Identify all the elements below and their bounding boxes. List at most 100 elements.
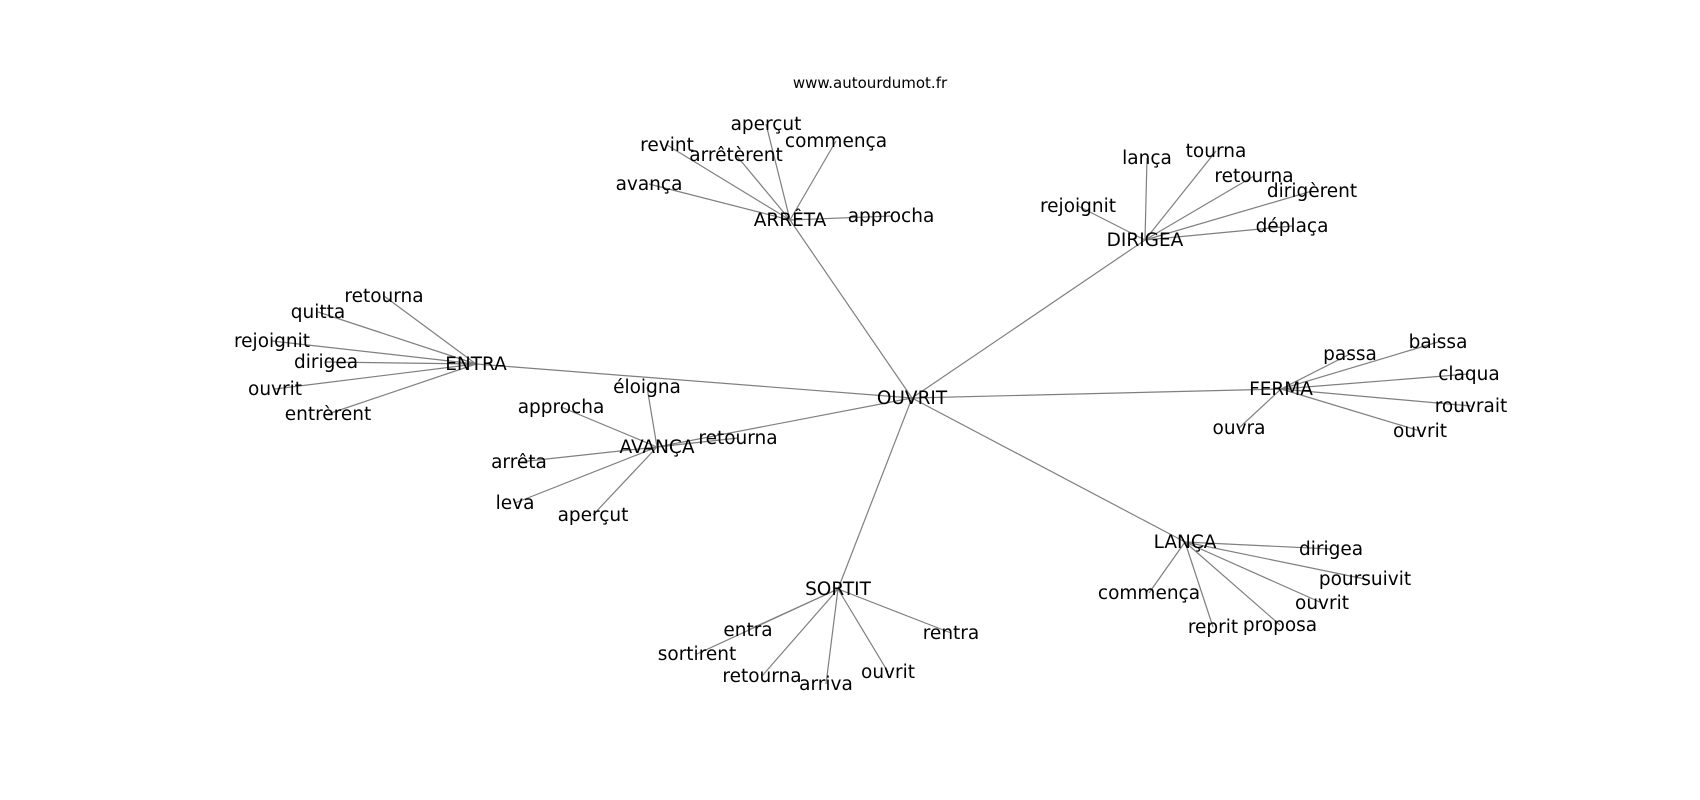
edge-center-hub	[475, 363, 913, 399]
edge-hub-leaf	[1280, 353, 1351, 390]
edge-hub-leaf	[1280, 341, 1439, 390]
edge-hub-leaf	[1184, 541, 1366, 580]
leaf-node-label: reprit	[1188, 617, 1238, 638]
leaf-node-label: rejoignit	[1040, 196, 1116, 217]
edge-hub-leaf	[765, 123, 791, 221]
edge-hub-leaf	[1238, 388, 1282, 429]
hub-node-label: SORTIT	[805, 579, 872, 600]
edge-hub-leaf	[592, 446, 658, 516]
leaf-node-label: dirigea	[1299, 539, 1363, 560]
edge-hub-leaf	[325, 361, 477, 365]
edge-center-hub	[837, 397, 913, 590]
center-node-label: OUVRIT	[877, 388, 948, 409]
leaf-node-label: arrêta	[491, 452, 547, 473]
edge-hub-leaf	[1144, 175, 1255, 241]
edge-hub-leaf	[1184, 541, 1214, 628]
edge-hub-leaf	[696, 588, 839, 655]
leaf-node-label: commença	[785, 131, 887, 152]
edge-hub-leaf	[274, 363, 477, 390]
leaf-node-label: retourna	[1214, 166, 1293, 187]
leaf-node-label: ouvrit	[248, 379, 302, 400]
edge-hub-leaf	[1280, 388, 1421, 432]
leaf-node-label: proposa	[1243, 615, 1317, 636]
edge-hub-leaf	[789, 215, 892, 221]
edge-hub-leaf	[1280, 373, 1470, 390]
edge-hub-leaf	[383, 295, 477, 365]
leaf-node-label: commença	[1098, 583, 1200, 604]
leaf-node-label: ouvrit	[1393, 421, 1447, 442]
edge-hub-leaf	[1184, 541, 1323, 604]
edge-center-hub	[911, 397, 1186, 543]
leaf-node-label: approcha	[848, 206, 935, 227]
leaf-node-label: poursuivit	[1319, 569, 1411, 590]
leaf-node-label: aperçut	[558, 505, 629, 526]
hub-node-label: AVANÇA	[619, 437, 694, 458]
hub-node-label: LANÇA	[1154, 532, 1217, 553]
leaf-node-label: arriva	[799, 674, 853, 695]
edge-hub-leaf	[1144, 190, 1313, 241]
graph-labels: OUVRITARRÊTAaperçutrevintarrêtèrentcomme…	[234, 114, 1507, 695]
leaf-node-label: dirigea	[294, 352, 358, 373]
leaf-node-label: revint	[640, 135, 694, 156]
leaf-node-label: avança	[616, 174, 683, 195]
edge-hub-leaf	[271, 340, 477, 365]
edge-hub-leaf	[735, 154, 791, 221]
watermark: www.autourdumot.fr	[793, 74, 948, 92]
leaf-node-label: quitta	[291, 302, 345, 323]
leaf-node-label: rouvrait	[1435, 396, 1508, 417]
leaf-node-label: approcha	[518, 397, 605, 418]
edge-hub-leaf	[560, 406, 658, 448]
leaf-node-label: ouvra	[1213, 418, 1266, 439]
edge-hub-leaf	[646, 386, 658, 448]
edge-hub-leaf	[1148, 541, 1186, 594]
leaf-node-label: passa	[1323, 344, 1377, 365]
leaf-node-label: tourna	[1186, 141, 1247, 162]
leaf-node-label: éloigna	[613, 377, 681, 398]
edge-hub-leaf	[317, 311, 477, 365]
edge-hub-leaf	[837, 588, 952, 634]
edge-hub-leaf	[514, 446, 658, 504]
hub-node-label: DIRIGEA	[1107, 230, 1184, 251]
leaf-node-label: retourna	[722, 666, 801, 687]
edge-hub-leaf	[1184, 541, 1281, 626]
leaf-node-label: dirigèrent	[1267, 181, 1357, 202]
edge-hub-leaf	[1144, 157, 1148, 241]
leaf-node-label: claqua	[1438, 364, 1499, 385]
edge-center-hub	[656, 397, 913, 448]
leaf-node-label: retourna	[698, 428, 777, 449]
edge-center-hub	[789, 219, 913, 399]
hub-node-label: ENTRA	[445, 354, 507, 375]
leaf-node-label: lança	[1122, 148, 1172, 169]
edge-hub-leaf	[789, 140, 837, 221]
hub-node-label: FERMA	[1249, 379, 1313, 400]
leaf-node-label: ouvrit	[1295, 593, 1349, 614]
edge-hub-leaf	[1077, 205, 1146, 241]
leaf-node-label: entra	[723, 620, 772, 641]
leaf-node-label: arrêtèrent	[689, 145, 782, 166]
leaf-node-label: aperçut	[731, 114, 802, 135]
edge-hub-leaf	[648, 183, 791, 221]
leaf-node-label: rentra	[923, 623, 980, 644]
edge-hub-leaf	[1144, 150, 1217, 241]
edge-hub-leaf	[656, 437, 739, 448]
hub-node-label: ARRÊTA	[754, 209, 827, 231]
edge-hub-leaf	[1280, 388, 1472, 407]
leaf-node-label: rejoignit	[234, 331, 310, 352]
leaf-node-label: baissa	[1409, 332, 1468, 353]
edge-hub-leaf	[666, 144, 791, 221]
edge-hub-leaf	[1184, 541, 1332, 550]
leaf-node-label: leva	[496, 493, 535, 514]
edge-hub-leaf	[518, 446, 658, 463]
leaf-node-label: déplaça	[1256, 216, 1329, 237]
leaf-node-label: ouvrit	[861, 662, 915, 683]
graph-edges	[271, 123, 1472, 685]
edge-center-hub	[911, 239, 1146, 399]
edge-hub-leaf	[837, 588, 889, 673]
edge-hub-leaf	[327, 363, 477, 415]
edge-hub-leaf	[825, 588, 839, 685]
edge-hub-leaf	[761, 588, 839, 677]
edge-hub-leaf	[1144, 225, 1293, 241]
leaf-node-label: sortirent	[658, 644, 737, 665]
edge-center-hub	[911, 388, 1282, 399]
